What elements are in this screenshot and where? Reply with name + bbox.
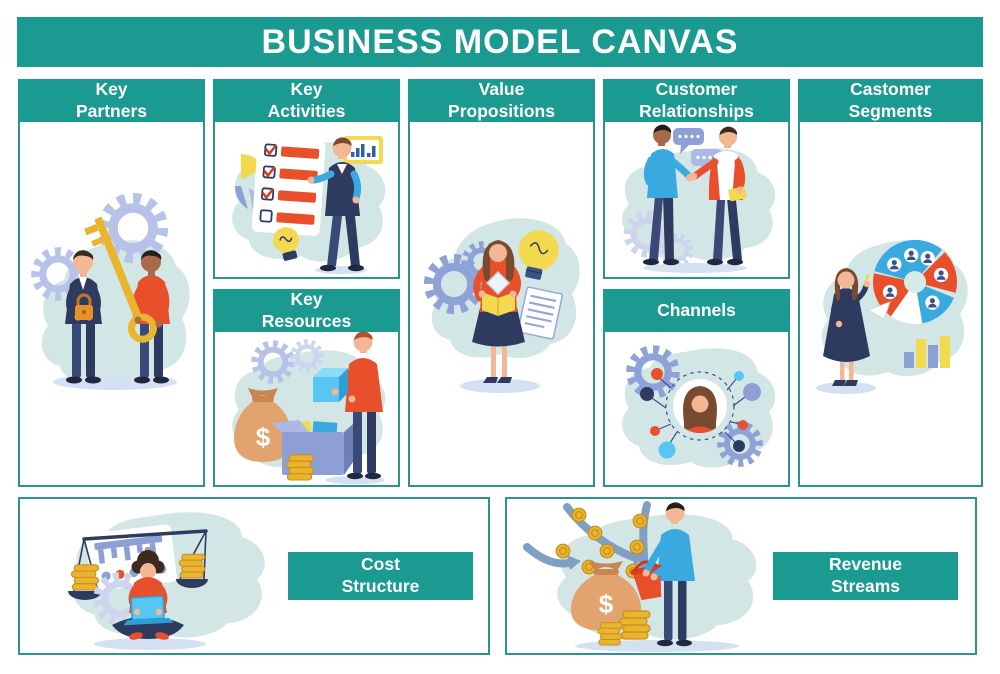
section-title-customer-relationships: Customer Relationships: [603, 79, 790, 122]
network-node: [738, 420, 748, 430]
document-icon: [517, 286, 563, 340]
customer-relationships-illustration: [622, 124, 776, 273]
section-title-value-propositions: Value Propositions: [408, 79, 595, 122]
channels-illustration: [622, 332, 776, 485]
svg-text:$: $: [256, 422, 271, 452]
revenue-streams-illustration: $: [523, 501, 757, 652]
crate-icon: [271, 420, 353, 475]
sitting-woman-with-laptop: [112, 550, 184, 640]
bar-chart-card-icon: [343, 136, 383, 164]
section-customer-segments: Castomer Segments: [798, 79, 983, 487]
money-bag-icon: $: [233, 388, 293, 462]
coin-stack-icon: [619, 610, 651, 640]
network-node: [640, 387, 654, 401]
idea-box-icon: [482, 270, 515, 316]
cost-structure-illustration: [68, 512, 265, 650]
coin-stack-icon: [597, 622, 623, 646]
key-activities-illustration: [232, 136, 386, 274]
man-with-cube: [313, 332, 383, 480]
user-icon: [904, 248, 919, 263]
checklist-icon: [251, 136, 326, 236]
customer-segments-illustration: [816, 239, 968, 394]
network-node: [658, 441, 676, 459]
presenting-woman: [823, 268, 871, 386]
svg-text:$: $: [599, 589, 614, 619]
section-key-resources: Key Resources $: [213, 289, 400, 487]
section-revenue-streams: $: [505, 497, 977, 655]
section-cost-structure: Cost Structure: [18, 497, 490, 655]
network-node: [733, 440, 745, 452]
user-icon: [882, 284, 898, 300]
cube-icon: [313, 368, 348, 402]
coin-icon: [571, 507, 587, 523]
man-with-bucket: [630, 502, 695, 647]
network-node: [743, 383, 761, 401]
key-partners-illustration: [20, 122, 190, 390]
handshake-hands: [685, 172, 698, 182]
key-resources-illustration: $: [232, 332, 386, 484]
lightbulb-icon: [518, 230, 559, 280]
user-icon: [925, 295, 940, 310]
coin-stack-icon: [70, 564, 100, 591]
cost-structure-label: Cost Structure: [288, 552, 473, 600]
businessman-with-padlock: [65, 250, 102, 384]
coin-icon: [629, 539, 645, 555]
padlock-icon: [75, 293, 93, 320]
lightbulb-icon: [273, 227, 300, 261]
coin-icon: [632, 513, 648, 529]
businessman-with-key: [131, 250, 170, 384]
user-icon: [887, 257, 902, 272]
section-value-propositions: Value Propositions: [408, 79, 595, 487]
coin-stack-icon: [178, 553, 206, 579]
coin-icon: [587, 525, 603, 541]
standing-man: [307, 137, 364, 272]
page-title: BUSINESS MODEL CANVAS: [261, 22, 739, 61]
avatar: [673, 379, 727, 433]
handshake-man-left: [643, 124, 692, 266]
network-node: [650, 426, 660, 436]
section-title-key-activities: Key Activities: [213, 79, 400, 122]
section-key-activities: Key Activities: [213, 79, 400, 279]
section-title-channels: Channels: [603, 289, 790, 332]
coin-icon: [599, 543, 615, 559]
network-node: [734, 371, 744, 381]
section-title-key-partners: Key Partners: [18, 79, 205, 122]
user-icon: [920, 251, 935, 266]
section-key-partners: Key Partners: [18, 79, 205, 487]
bar-chart-icon: [904, 336, 950, 368]
section-customer-relationships: Customer Relationships: [603, 79, 790, 279]
value-propositions-illustration: [410, 218, 580, 393]
speech-bubble-icon: [673, 128, 704, 154]
user-icon: [933, 267, 949, 283]
woman-with-idea-box: [472, 240, 525, 383]
section-title-key-resources: Key Resources: [213, 289, 400, 332]
coin-icon: [555, 543, 571, 559]
section-title-customer-segments: Castomer Segments: [798, 79, 983, 122]
pointer-paper-icon: [866, 301, 891, 320]
revenue-streams-label: Revenue Streams: [773, 552, 958, 600]
section-channels: Channels: [603, 289, 790, 487]
coin-stack-icon: [285, 454, 315, 481]
page-title-banner: BUSINESS MODEL CANVAS: [17, 17, 983, 67]
network-node: [651, 368, 663, 380]
